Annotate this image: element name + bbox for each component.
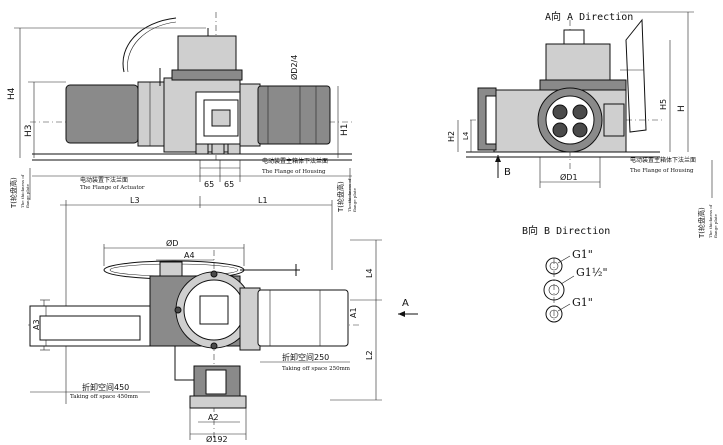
l4-dim-label: L4 [365, 268, 374, 278]
g1-bot-label: G1" [572, 296, 593, 309]
a3-label: A3 [32, 319, 41, 330]
a1-label: A1 [349, 307, 358, 318]
dim-65-a: 65 [204, 180, 214, 189]
flange-lower-cn-a: 电动装置主箱体下法兰面 [630, 156, 696, 164]
t-right-cn: T(轮盘高) [697, 207, 706, 239]
a-direction-view [457, 11, 713, 198]
b-direction-view [543, 255, 575, 323]
t-mid-en1: The thickness of [347, 178, 352, 212]
h-label: H [677, 105, 687, 112]
flange-housing-en: The Flange of Housing [262, 169, 326, 175]
h4-label: H4 [7, 87, 17, 100]
t-left-en1: The thickness of [20, 174, 25, 208]
flange-actuator-en: The Flange of Actuator [80, 185, 145, 191]
d192-label: Ø192 [206, 434, 228, 444]
space450-en: Taking off space 450mm [70, 394, 139, 400]
g1half-label: G1½" [576, 266, 608, 279]
l4-left-label: L4 [462, 131, 470, 140]
l2-dim-label: L2 [365, 350, 374, 360]
h5-label: H5 [659, 99, 668, 110]
b-direction-title: B向 B Direction [522, 224, 610, 237]
a-direction-title: A向 A Direction [545, 10, 633, 23]
h3-label: H3 [24, 125, 34, 138]
d1-label: ØD1 [560, 172, 578, 182]
space450-cn: 折卸空间450 [82, 382, 129, 392]
a-arrow-label: A [402, 298, 409, 309]
space250-en: Taking off space 250mm [282, 366, 351, 372]
t-mid-en2: flange plate [352, 187, 357, 212]
a2-label: A2 [208, 413, 219, 422]
g1-top-label: G1" [572, 248, 593, 261]
h2-label: H2 [447, 131, 456, 142]
dim-65-b: 65 [224, 180, 234, 189]
flange-lower-cn: 电动装置主箱体下法兰面 [262, 157, 328, 165]
flange-actuator-cn: 电动装置下法兰面 [80, 176, 128, 184]
t-right-en1: The thickness of [708, 204, 713, 238]
flange-housing-en-a: The Flange of Housing [630, 168, 694, 174]
front-view [14, 12, 352, 205]
d-label: ØD [166, 238, 178, 248]
b-arrow-label: B [504, 167, 511, 178]
l1-top-label: L1 [258, 196, 268, 205]
d2d4-label: ØD2/4 [289, 55, 299, 80]
t-mid-cn: T(轮盘高) [336, 181, 345, 213]
space250-cn: 折卸空间250 [282, 352, 329, 362]
t-left-en2: flange plate [25, 183, 30, 208]
top-view [28, 196, 418, 440]
h1-label: H1 [340, 124, 350, 137]
t-left-cn: T(轮盘高) [9, 177, 18, 209]
t-right-en2: flange plate [713, 213, 718, 238]
a4-label: A4 [184, 251, 195, 260]
l3-label: L3 [130, 196, 140, 205]
